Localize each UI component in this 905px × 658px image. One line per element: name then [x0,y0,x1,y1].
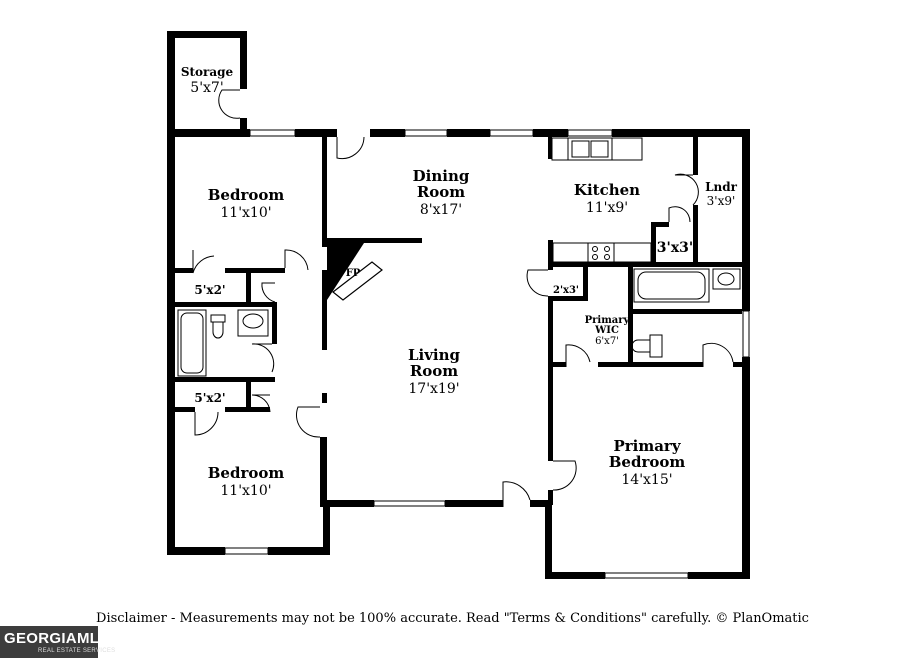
living-label-2: Room [410,362,458,380]
bedroom1-label: Bedroom [208,186,285,204]
hall-closet-dim: 2'x3' [553,285,579,296]
fireplace-hearth [332,261,383,301]
toilet-icon [210,314,226,339]
dining-label-1: Dining [413,167,470,185]
vanity2-icon [712,268,741,290]
disclaimer-text: Disclaimer - Measurements may not be 100… [96,611,809,626]
vanity-icon [237,309,269,337]
toilet2-icon [631,334,663,358]
logo-main-text: GEORGIAMLS [4,630,110,647]
primary-bedroom-dim: 14'x15' [621,472,672,488]
dining-label-2: Room [417,183,465,201]
bathtub-icon [177,309,207,377]
laundry-dim: 3'x9' [707,194,736,208]
stove-icon [587,242,615,263]
georgia-mls-logo: GEORGIAMLS REAL ESTATE SERVICES [0,626,115,658]
primary-bedroom-label-1: Primary [613,437,681,455]
labels: Storage 5'x7' Bedroom 11'x10' 5'x2' Dini… [181,65,738,499]
wic-label-2: WIC [594,325,619,336]
bedroom2-label: Bedroom [208,464,285,482]
kitchen-dim: 11'x9' [586,200,628,216]
living-label-1: Living [408,346,461,364]
living-dim: 17'x19' [408,381,459,397]
counter-lower [552,242,652,263]
bedroom2-dim: 11'x10' [220,483,271,499]
closet2-dim: 5'x2' [194,391,225,405]
bathtub2-icon [633,268,710,303]
fixtures [177,137,741,377]
laundry-label: Lndr [705,180,738,194]
pantry-dim: 3'x3' [657,240,693,256]
counter [551,137,643,161]
doors [192,89,734,507]
walls [167,31,750,579]
windows [224,129,750,579]
storage-label: Storage [181,65,234,79]
logo-sub-text: REAL ESTATE SERVICES [38,648,116,654]
fireplace-label: FP [346,268,361,279]
dining-dim: 8'x17' [420,202,462,218]
bedroom1-dim: 11'x10' [220,205,271,221]
wic-dim: 6'x7' [595,336,619,347]
wic-label-1: Primary [585,315,631,326]
closet1-dim: 5'x2' [194,283,225,297]
storage-dim: 5'x7' [190,80,223,96]
kitchen-label: Kitchen [574,181,640,199]
primary-bedroom-label-2: Bedroom [609,453,686,471]
